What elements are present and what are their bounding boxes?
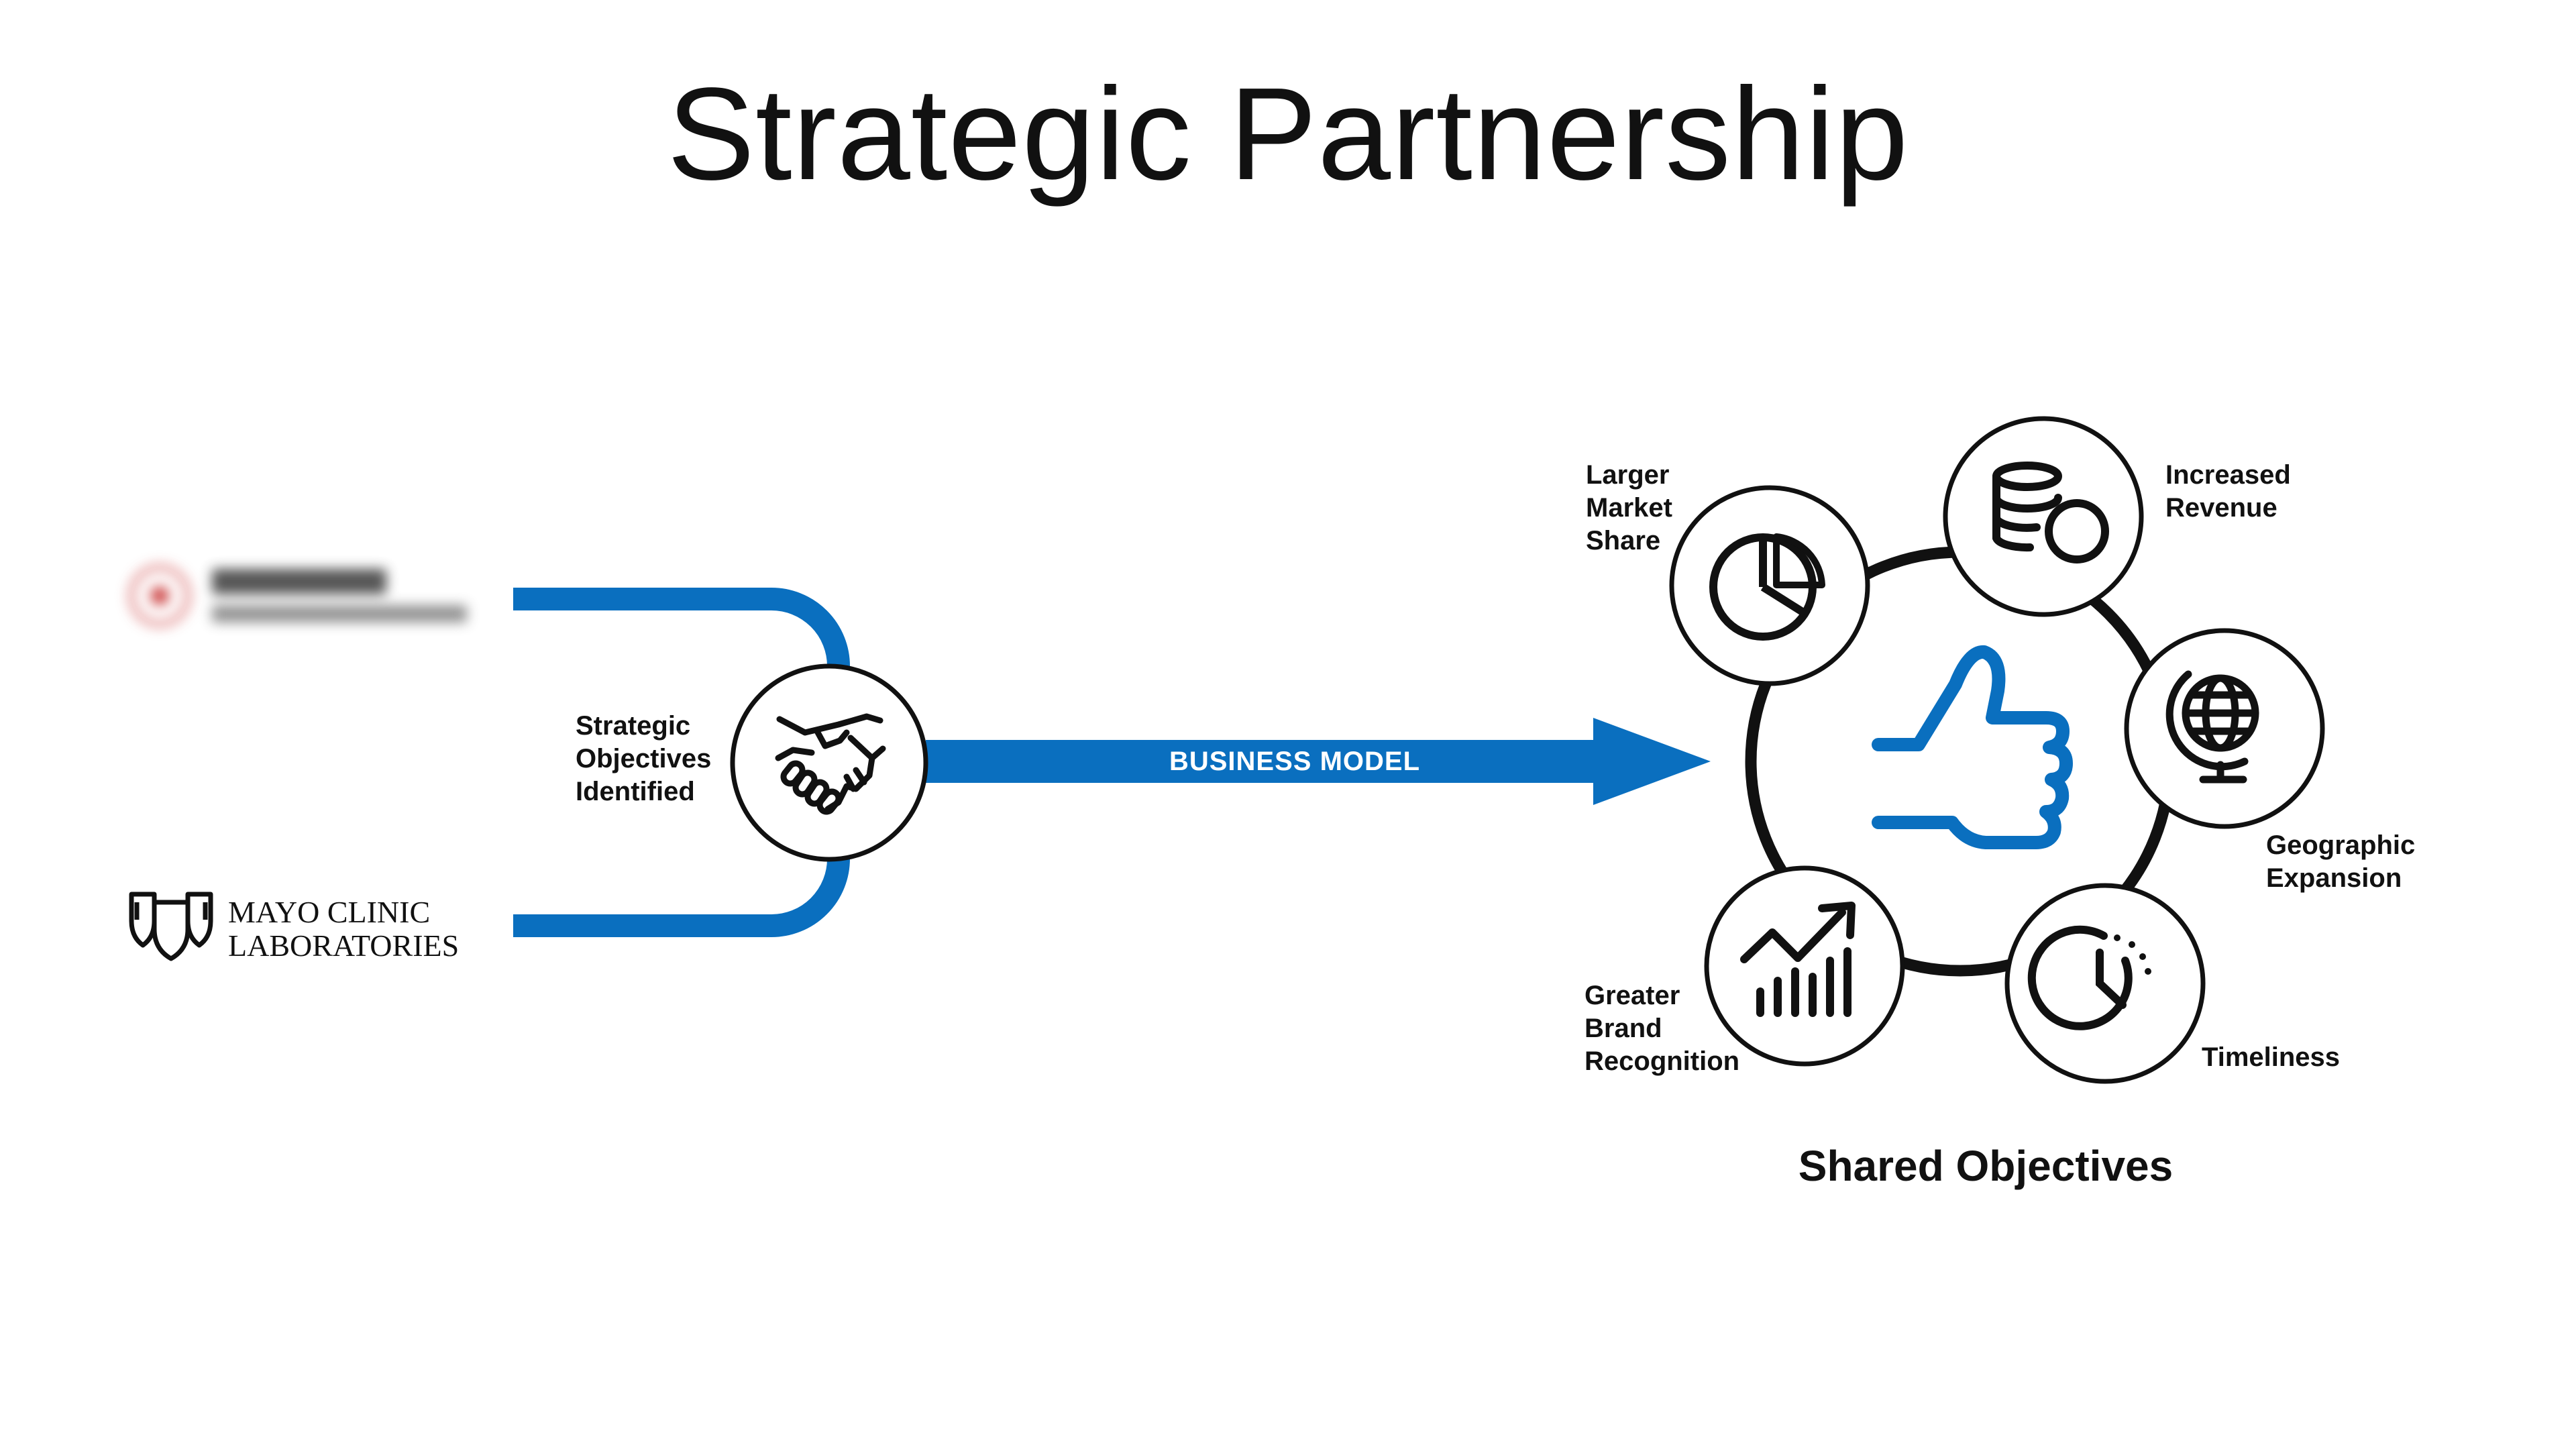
mayo-line-1: MAYO CLINIC [228,895,431,929]
objective-node-revenue [1943,416,2144,617]
hub-circle [730,663,928,862]
page-title: Strategic Partnership [667,60,1909,207]
partner-logo-name [212,569,386,594]
hub-label: Strategic Objectives Identified [576,711,712,806]
top-connector [513,588,850,667]
shared-objectives-title: Shared Objectives [1798,1142,2174,1190]
partner-logo-mark [127,564,192,628]
label-brand: Greater Brand Recognition [1585,981,1740,1076]
partner-logo-subtitle [212,605,467,623]
bottom-connector [513,858,850,937]
handshake-icon [775,713,886,815]
label-revenue: Increased Revenue [2165,460,2291,523]
globe-icon [2165,670,2259,784]
growth-chart-icon [1740,902,1856,1017]
label-timeliness: Timeliness [2202,1042,2341,1072]
blurred-partner-logo [127,557,476,637]
thumbs-up-icon [1872,645,2073,849]
mayo-shields-icon [129,892,213,961]
business-model-arrowhead [1593,718,1711,805]
coins-icon [1992,462,2109,564]
label-geographic: Geographic Expansion [2266,830,2416,893]
pie-chart-icon [1709,533,1825,641]
clock-icon [2027,925,2151,1030]
objective-node-market-share [1669,485,1870,686]
label-market-share: Larger Market Share [1586,460,1672,555]
business-model-band [926,740,1603,783]
business-model-label: BUSINESS MODEL [1169,747,1421,776]
mayo-line-2: LABORATORIES [228,928,460,963]
